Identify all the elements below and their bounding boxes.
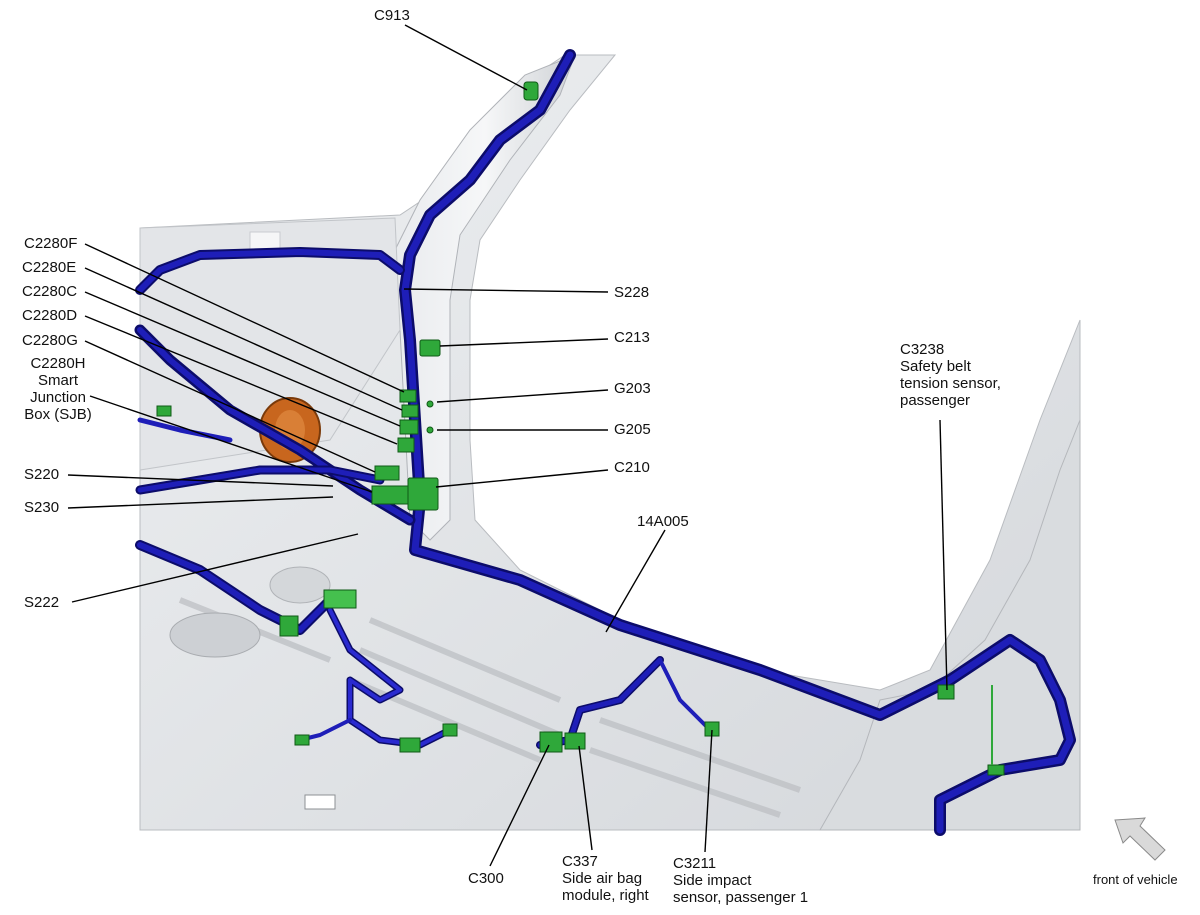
wiring-harness [134,49,1076,836]
c3238-code: C3238 [900,341,945,358]
c3211-line-1: Side impact [673,872,752,889]
floor-opening-left [169,612,261,658]
c2280h-code: C2280H [30,355,86,372]
c337-code: C337 [562,853,598,870]
sjb-line-1: Smart [37,372,78,389]
c3211-code: C3211 [673,855,717,872]
label-front-of-vehicle: front of vehicle [1093,872,1178,887]
c3238-line-2: tension sensor, [900,375,1001,392]
c337-line-1: Side air bag [562,870,643,887]
c3211-line-2: sensor, passenger 1 [673,889,809,906]
leader-lines [67,24,948,867]
floor-ribs [178,597,801,818]
label-s222: S222 [24,594,60,611]
label-c2280h: C2280H Smart Junction Box (SJB) [12,355,104,423]
c3238-line-1: Safety belt [900,358,971,375]
connectors [156,81,1005,776]
back-wall [139,217,401,471]
label-g205: G205 [614,421,651,438]
label-c337: C337 Side air bag module, right [562,853,649,904]
label-c2280e: C2280E [22,259,77,276]
rear-wheel-housing [819,419,1081,831]
label-c2280c: C2280C [22,283,78,300]
label-c2280d: C2280D [22,307,78,324]
sjb-line-2: Junction [30,389,86,406]
label-s220: S220 [24,466,60,483]
label-c2280f: C2280F [24,235,78,252]
label-14a005: 14A005 [637,513,689,530]
c3238-line-3: passenger [900,392,971,409]
label-c210: C210 [614,459,650,476]
label-s230: S230 [24,499,60,516]
label-c3211: C3211 Side impact sensor, passenger 1 [673,855,808,906]
floor-slot [304,794,336,810]
c337-line-2: module, right [562,887,649,904]
label-c3238: C3238 Safety belt tension sensor, passen… [900,341,1001,409]
label-c2280g: C2280G [22,332,78,349]
label-c213: C213 [614,329,650,346]
label-g203: G203 [614,380,651,397]
label-c913: C913 [374,7,410,24]
label-c300: C300 [468,870,504,887]
sjb-line-3: Box (SJB) [24,406,92,423]
label-s228: S228 [614,284,650,301]
front-of-vehicle-arrow [1114,817,1166,861]
floor-opening-center [269,566,331,604]
